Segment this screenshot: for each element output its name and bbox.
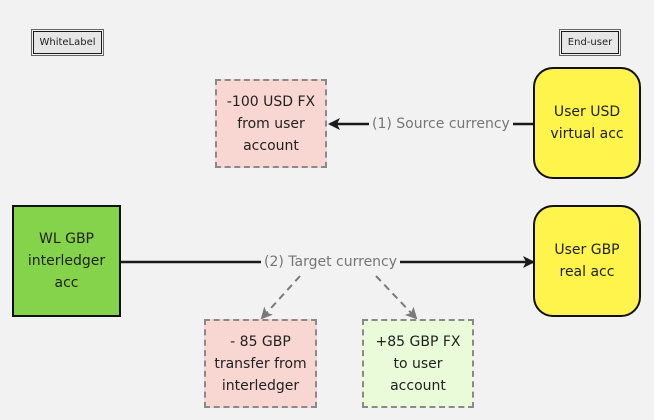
credit-branch-arrow [375, 275, 418, 320]
usd-debit-node: -100 USD FX from user account [215, 79, 327, 168]
user-gbp-account-node: User GBP real acc [533, 205, 641, 317]
user-usd-account-node: User USD virtual acc [533, 67, 641, 179]
gbp-credit-label: +85 GBP FX to user account [375, 333, 461, 394]
transfer-branch-arrow [260, 275, 301, 320]
whitelabel-lane-text: WhiteLabel [39, 37, 96, 48]
end-user-lane-label: End-user [561, 31, 619, 54]
wl-gbp-account-label: WL GBP interledger acc [27, 231, 106, 291]
wl-gbp-account-node: WL GBP interledger acc [12, 205, 121, 317]
whitelabel-lane-label: WhiteLabel [33, 31, 102, 54]
gbp-transfer-label: - 85 GBP transfer from interledger [214, 333, 307, 394]
source-currency-label: (1) Source currency [369, 115, 513, 133]
user-gbp-account-label: User GBP real acc [554, 242, 620, 280]
gbp-credit-node: +85 GBP FX to user account [362, 319, 474, 408]
user-usd-account-label: User USD virtual acc [550, 104, 624, 142]
end-user-lane-text: End-user [567, 37, 613, 48]
usd-debit-label: -100 USD FX from user account [226, 93, 316, 154]
gbp-transfer-node: - 85 GBP transfer from interledger [204, 319, 317, 408]
target-currency-label: (2) Target currency [261, 253, 401, 271]
